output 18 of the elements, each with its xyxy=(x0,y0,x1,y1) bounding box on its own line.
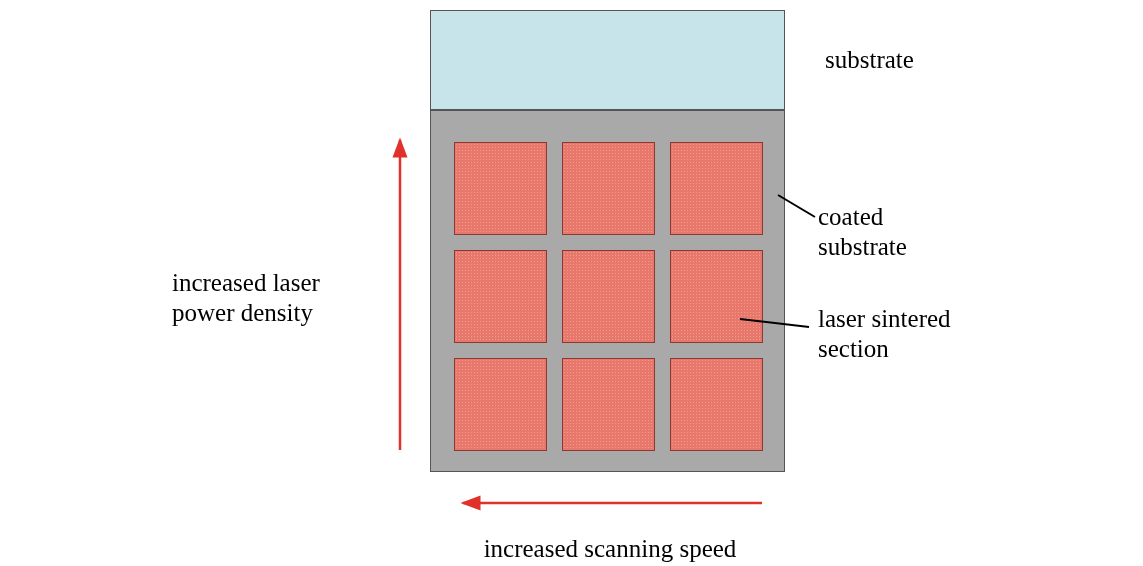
sintered-section-square xyxy=(562,142,655,235)
sintered-section-square xyxy=(562,358,655,451)
sintered-section-square xyxy=(670,358,763,451)
callout-label: coated substrate xyxy=(818,202,908,262)
layer-label: substrate xyxy=(825,45,914,75)
sintered-section-square xyxy=(562,250,655,343)
sintered-section-square xyxy=(454,142,547,235)
callout-label: laser sintered section xyxy=(818,304,952,364)
leader-line xyxy=(777,194,816,218)
leader-line xyxy=(739,318,810,328)
axis-caption: increased laser power density xyxy=(172,268,321,328)
coated-substrate-block xyxy=(430,110,785,472)
sintered-section-square xyxy=(670,250,763,343)
axis-caption: increased scanning speed xyxy=(482,534,738,564)
sintered-section-square xyxy=(454,250,547,343)
sintered-section-square xyxy=(454,358,547,451)
sintered-section-square xyxy=(670,142,763,235)
substrate-layer xyxy=(430,10,785,110)
